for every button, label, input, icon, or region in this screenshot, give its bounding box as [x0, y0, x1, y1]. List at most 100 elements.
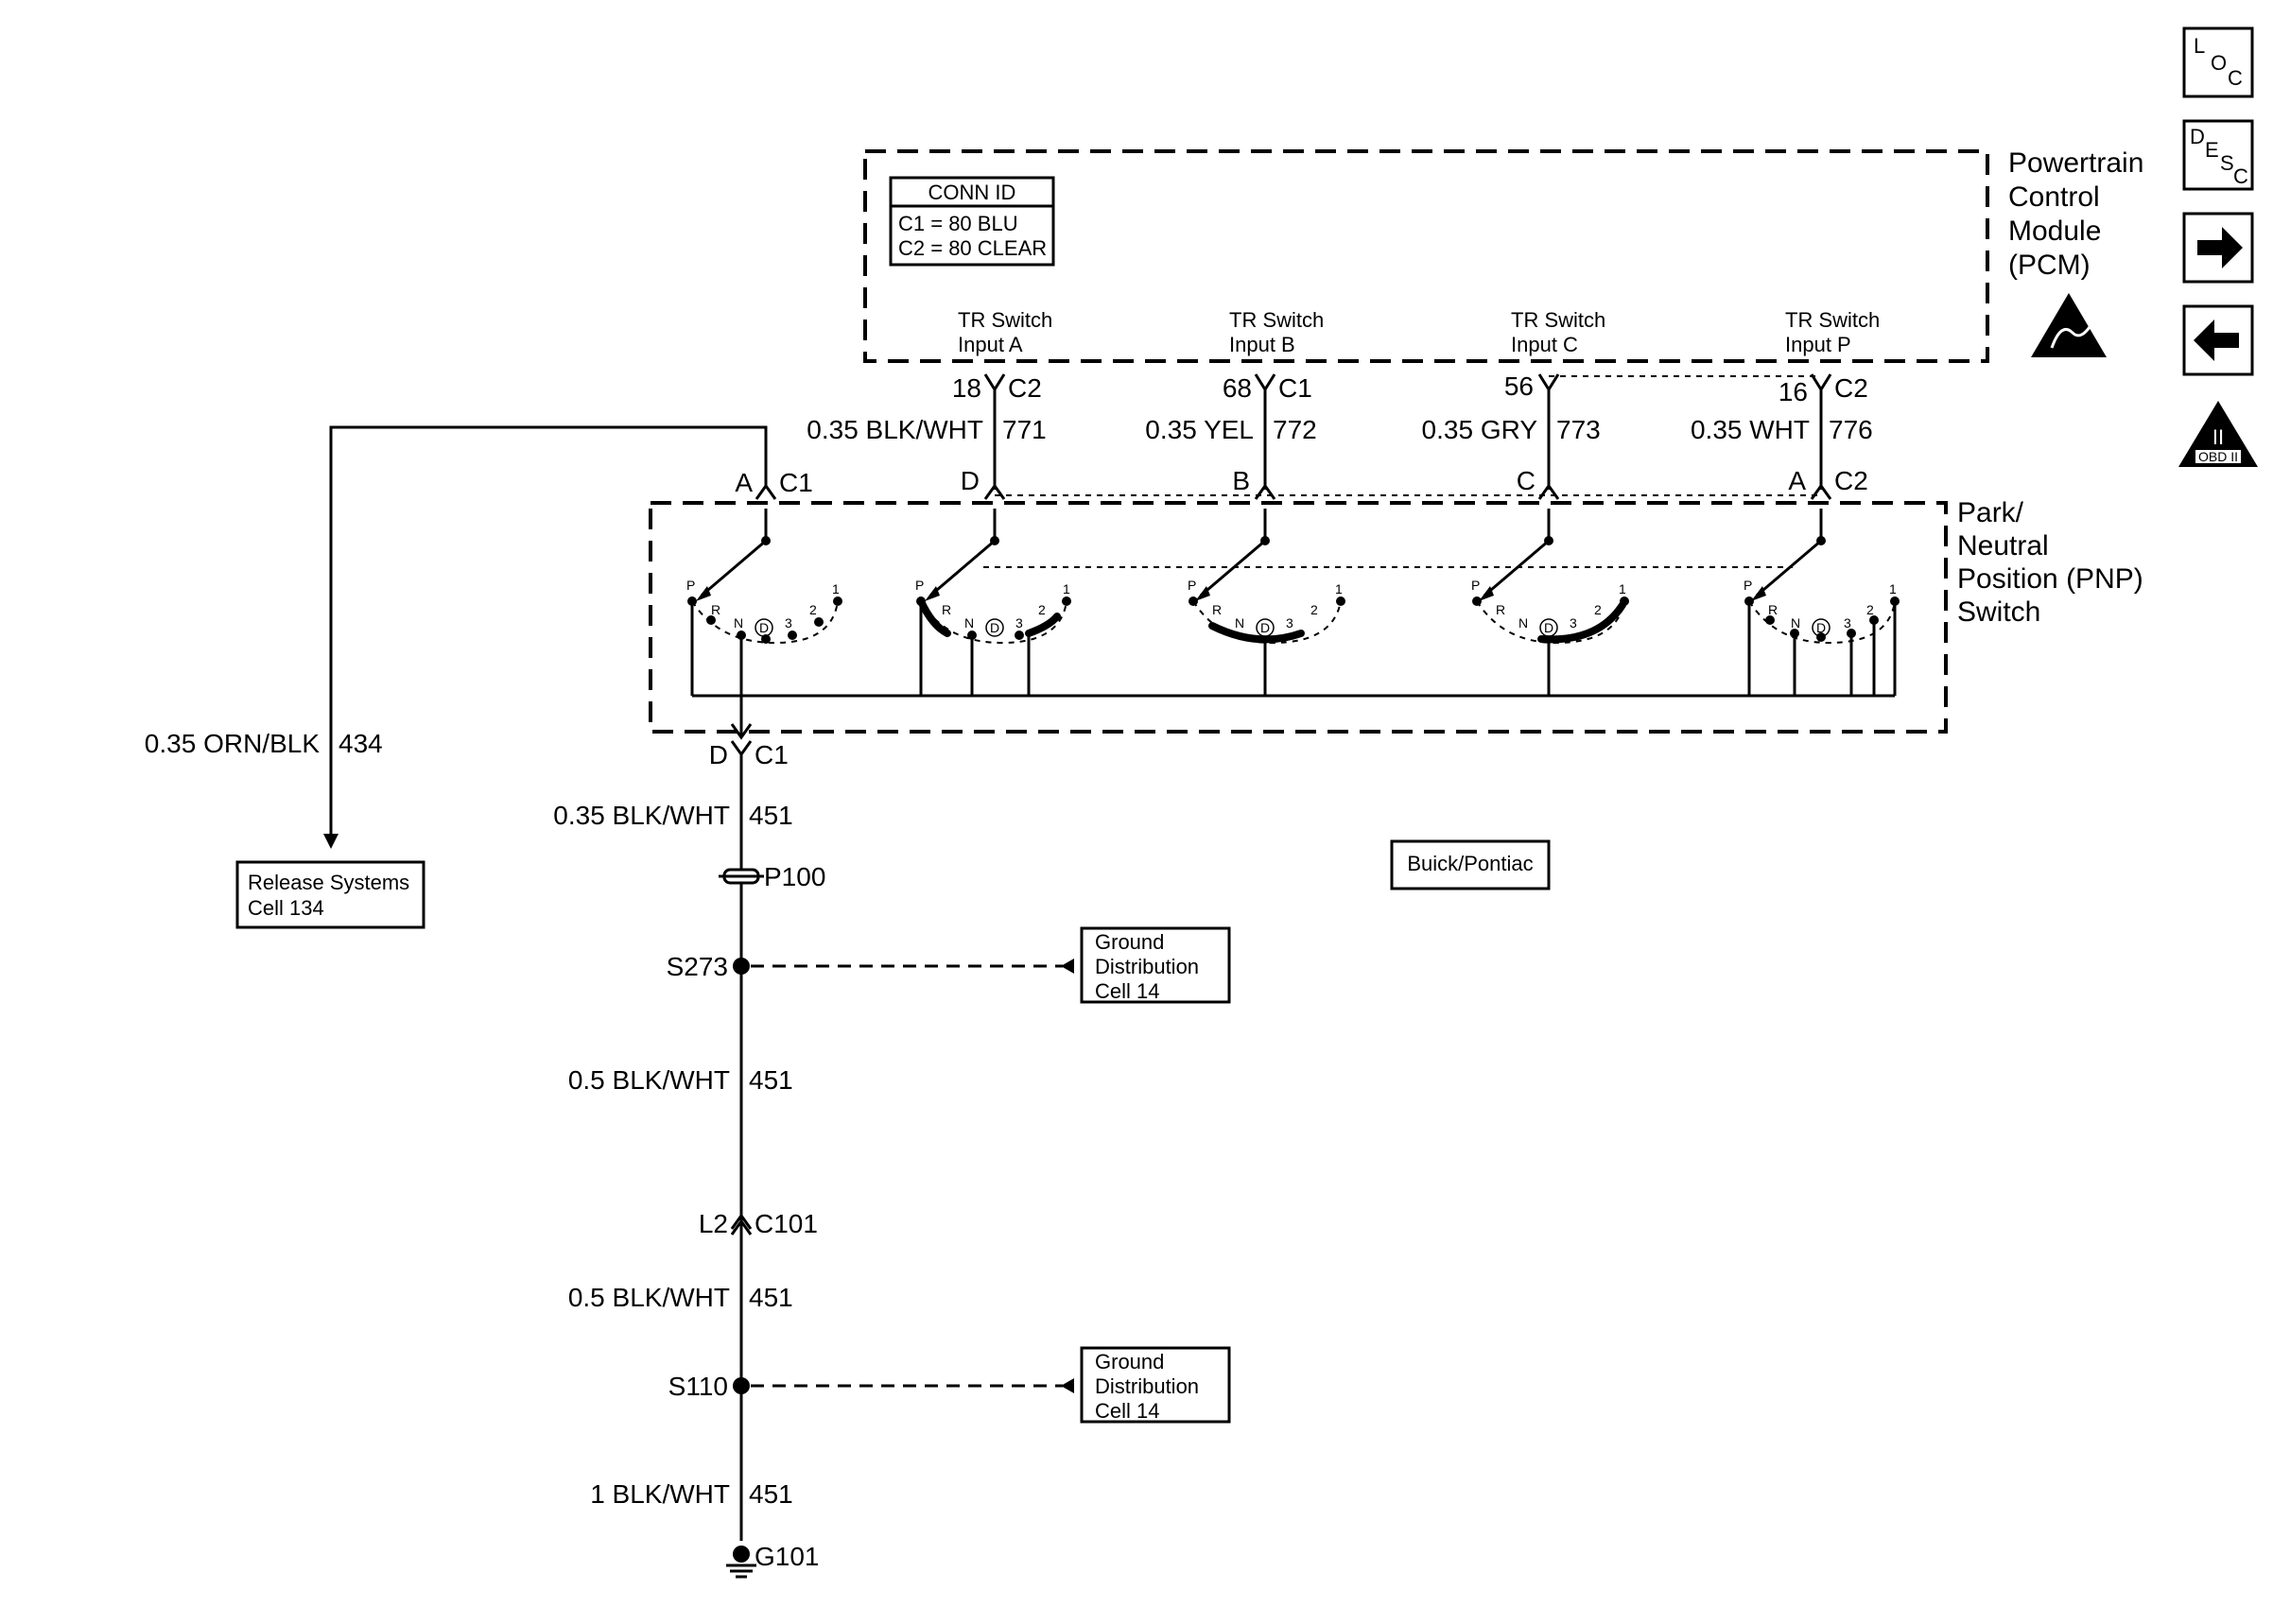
- gp-wire-4: 1 BLK/WHT: [590, 1479, 730, 1509]
- s4-gear-n: N: [1518, 615, 1528, 631]
- conn-id-c2: C2 = 80 CLEAR: [898, 236, 1047, 260]
- s3-gear-n: N: [1235, 615, 1244, 631]
- next-arrow-icon[interactable]: [2182, 212, 2254, 284]
- ground-conn: C1: [755, 740, 789, 769]
- s1-gear-1: 1: [832, 581, 840, 596]
- s1-gear-r: R: [711, 602, 720, 617]
- pcm-label-4: (PCM): [2008, 250, 2091, 281]
- input-c-line2: Input C: [1511, 333, 1578, 356]
- pnp-label-2: Neutral: [1957, 530, 2049, 561]
- s1-gear-d: D: [759, 620, 769, 635]
- input-a-line2: Input A: [958, 333, 1023, 356]
- pnp-boundary: [649, 501, 1948, 734]
- obd-num: II: [2212, 425, 2224, 449]
- ground-pin: D: [709, 740, 728, 769]
- ground-distribution-box-1[interactable]: Ground Distribution Cell 14: [1080, 926, 1231, 1004]
- switch-section-4: P R N D 3 2 1: [1471, 509, 1629, 696]
- input-a-pnp-pin: D: [961, 466, 980, 495]
- release-circuit-num: 434: [338, 729, 383, 758]
- s1-gear-n: N: [734, 615, 743, 631]
- release-circuit: A C1 0.35 ORN/BLK 434 Release Systems Ce…: [145, 425, 813, 929]
- g101-label: G101: [755, 1542, 820, 1571]
- s5-gear-p: P: [1744, 578, 1752, 593]
- feed-conn: C1: [779, 468, 813, 497]
- release-box-line2: Cell 134: [248, 896, 324, 920]
- input-b-line1: TR Switch: [1229, 308, 1324, 332]
- s2-gear-p: P: [915, 578, 924, 593]
- gd2-line2: Distribution: [1095, 1374, 1199, 1398]
- s5-gear-d: D: [1816, 620, 1826, 635]
- gd1-line3: Cell 14: [1095, 979, 1159, 1003]
- release-systems-box[interactable]: Release Systems Cell 134: [235, 860, 425, 929]
- input-c-circuit: 773: [1556, 415, 1601, 444]
- s3-gear-1: 1: [1335, 581, 1343, 596]
- input-b-pin: 68: [1223, 373, 1252, 403]
- pcm-label-3: Module: [2008, 216, 2101, 247]
- s2-gear-1: 1: [1063, 581, 1070, 596]
- input-b-wire: 0.35 YEL: [1145, 415, 1254, 444]
- input-b-circuit: 772: [1273, 415, 1317, 444]
- s4-gear-r: R: [1496, 602, 1505, 617]
- splice-s110: [733, 1377, 750, 1394]
- pnp-label-1: Park/: [1957, 497, 2024, 528]
- input-p-line1: TR Switch: [1785, 308, 1880, 332]
- switch-section-3: P R N D 3 2 1: [1188, 509, 1345, 696]
- pnp-label-4: Switch: [1957, 596, 2040, 628]
- ground-symbol-icon: [726, 1546, 756, 1579]
- release-wire: 0.35 ORN/BLK: [145, 729, 321, 758]
- pcm-to-pnp-wires: 18 C2 0.35 BLK/WHT 771 D 68 C1 0.35 YEL …: [807, 371, 1873, 500]
- input-c-wire: 0.35 GRY: [1422, 415, 1538, 444]
- s1-gear-p: P: [686, 578, 695, 593]
- c101-label: C101: [755, 1209, 818, 1238]
- gd2-line1: Ground: [1095, 1350, 1164, 1373]
- input-p-pin: 16: [1778, 377, 1808, 406]
- s5-gear-3: 3: [1844, 615, 1851, 631]
- pcm-module: CONN ID C1 = 80 BLU C2 = 80 CLEAR Powert…: [863, 147, 2143, 363]
- input-b-line2: Input B: [1229, 333, 1295, 356]
- s1-gear-3: 3: [785, 615, 792, 631]
- desc-button[interactable]: D E S C: [2182, 119, 2254, 191]
- desc-c: C: [2233, 164, 2248, 188]
- ground-distribution-box-2[interactable]: Ground Distribution Cell 14: [1080, 1346, 1231, 1424]
- gd2-line3: Cell 14: [1095, 1399, 1159, 1423]
- desc-e: E: [2205, 138, 2219, 162]
- gp-wire-2: 0.5 BLK/WHT: [568, 1065, 730, 1095]
- release-box-line1: Release Systems: [248, 871, 409, 894]
- pnp-switch: Park/ Neutral Position (PNP) Switch P R …: [649, 497, 2143, 734]
- switch-section-2: P R N D 3 2 1: [915, 509, 1071, 696]
- feed-pin: A: [735, 468, 753, 497]
- gp-circuit-4: 451: [749, 1479, 793, 1509]
- pnp-label-3: Position (PNP): [1957, 563, 2143, 595]
- s3-gear-2: 2: [1310, 602, 1318, 617]
- input-p-conn: C2: [1834, 373, 1868, 403]
- loc-o: O: [2211, 51, 2227, 75]
- input-a-line1: TR Switch: [958, 308, 1052, 332]
- input-a-wire: 0.35 BLK/WHT: [807, 415, 983, 444]
- p100-label: P100: [764, 862, 825, 891]
- l2-label: L2: [699, 1209, 728, 1238]
- obd-ii-icon[interactable]: II OBD II: [2178, 401, 2258, 467]
- input-p-circuit: 776: [1829, 415, 1873, 444]
- s110-label: S110: [668, 1372, 728, 1401]
- gd1-line1: Ground: [1095, 930, 1164, 954]
- pcm-label-2: Control: [2008, 181, 2100, 213]
- ground-path: D C1 0.35 BLK/WHT 451 P100 S273 Ground D…: [553, 696, 1231, 1579]
- gp-circuit-1: 451: [749, 801, 793, 830]
- back-arrow-icon[interactable]: [2182, 304, 2254, 376]
- switch-section-5: P R N D 3 2 1: [1744, 509, 1900, 696]
- s5-gear-1: 1: [1889, 581, 1897, 596]
- input-c-pin: 56: [1504, 371, 1534, 401]
- desc-s: S: [2220, 151, 2234, 175]
- s5-gear-n: N: [1791, 615, 1800, 631]
- conn-id-title: CONN ID: [928, 181, 1016, 204]
- s2-gear-n: N: [964, 615, 974, 631]
- s4-gear-3: 3: [1570, 615, 1577, 631]
- loc-l: L: [2194, 34, 2205, 58]
- s3-gear-r: R: [1212, 602, 1222, 617]
- loc-button[interactable]: L O C: [2182, 26, 2254, 98]
- gp-circuit-2: 451: [749, 1065, 793, 1095]
- loc-c: C: [2228, 66, 2243, 90]
- s2-gear-3: 3: [1015, 615, 1023, 631]
- gp-wire-1: 0.35 BLK/WHT: [553, 801, 730, 830]
